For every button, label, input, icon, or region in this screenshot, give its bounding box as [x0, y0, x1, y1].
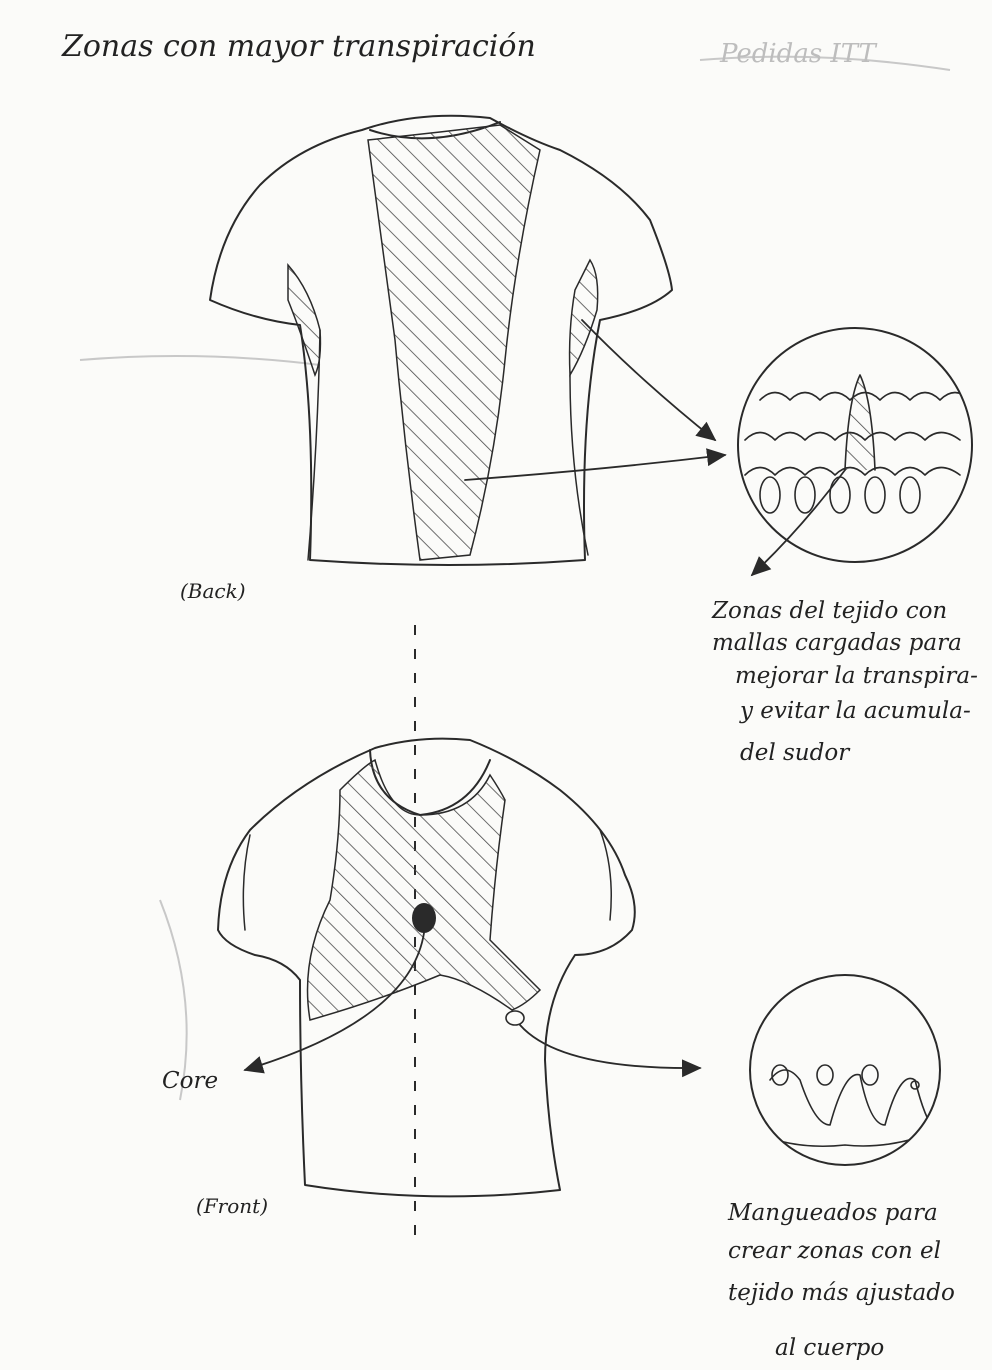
- sleeve-note: Mangueados para crear zonas con el tejid…: [727, 1200, 955, 1361]
- corner-mark: Pedidas ITT: [719, 39, 878, 69]
- front-view-label: (Front): [196, 1194, 268, 1218]
- sleeve-note-line: tejido más ajustado: [728, 1280, 955, 1306]
- front-shirt-sketch: [218, 739, 635, 1197]
- sleeve-note-line: al cuerpo: [775, 1335, 884, 1361]
- gathered-detail-circle: [750, 975, 940, 1168]
- mesh-detail-circle: [738, 328, 972, 575]
- back-view-label: (Back): [180, 579, 246, 603]
- mesh-note-line: mallas cargadas para: [712, 630, 962, 656]
- mesh-note-line: mejorar la transpira-: [735, 663, 978, 689]
- mesh-note-line: y evitar la acumula-: [739, 698, 971, 724]
- core-label: Core: [162, 1068, 218, 1094]
- sleeve-note-line: crear zonas con el: [728, 1238, 941, 1264]
- core-point: [412, 903, 436, 933]
- sleeve-note-line: Mangueados para: [727, 1200, 938, 1226]
- page-title: Zonas con mayor transpiración: [61, 29, 536, 64]
- mesh-note-line: Zonas del tejido con: [711, 598, 947, 624]
- mesh-note-line: del sudor: [740, 740, 851, 766]
- mesh-note: Zonas del tejido con mallas cargadas par…: [711, 598, 978, 766]
